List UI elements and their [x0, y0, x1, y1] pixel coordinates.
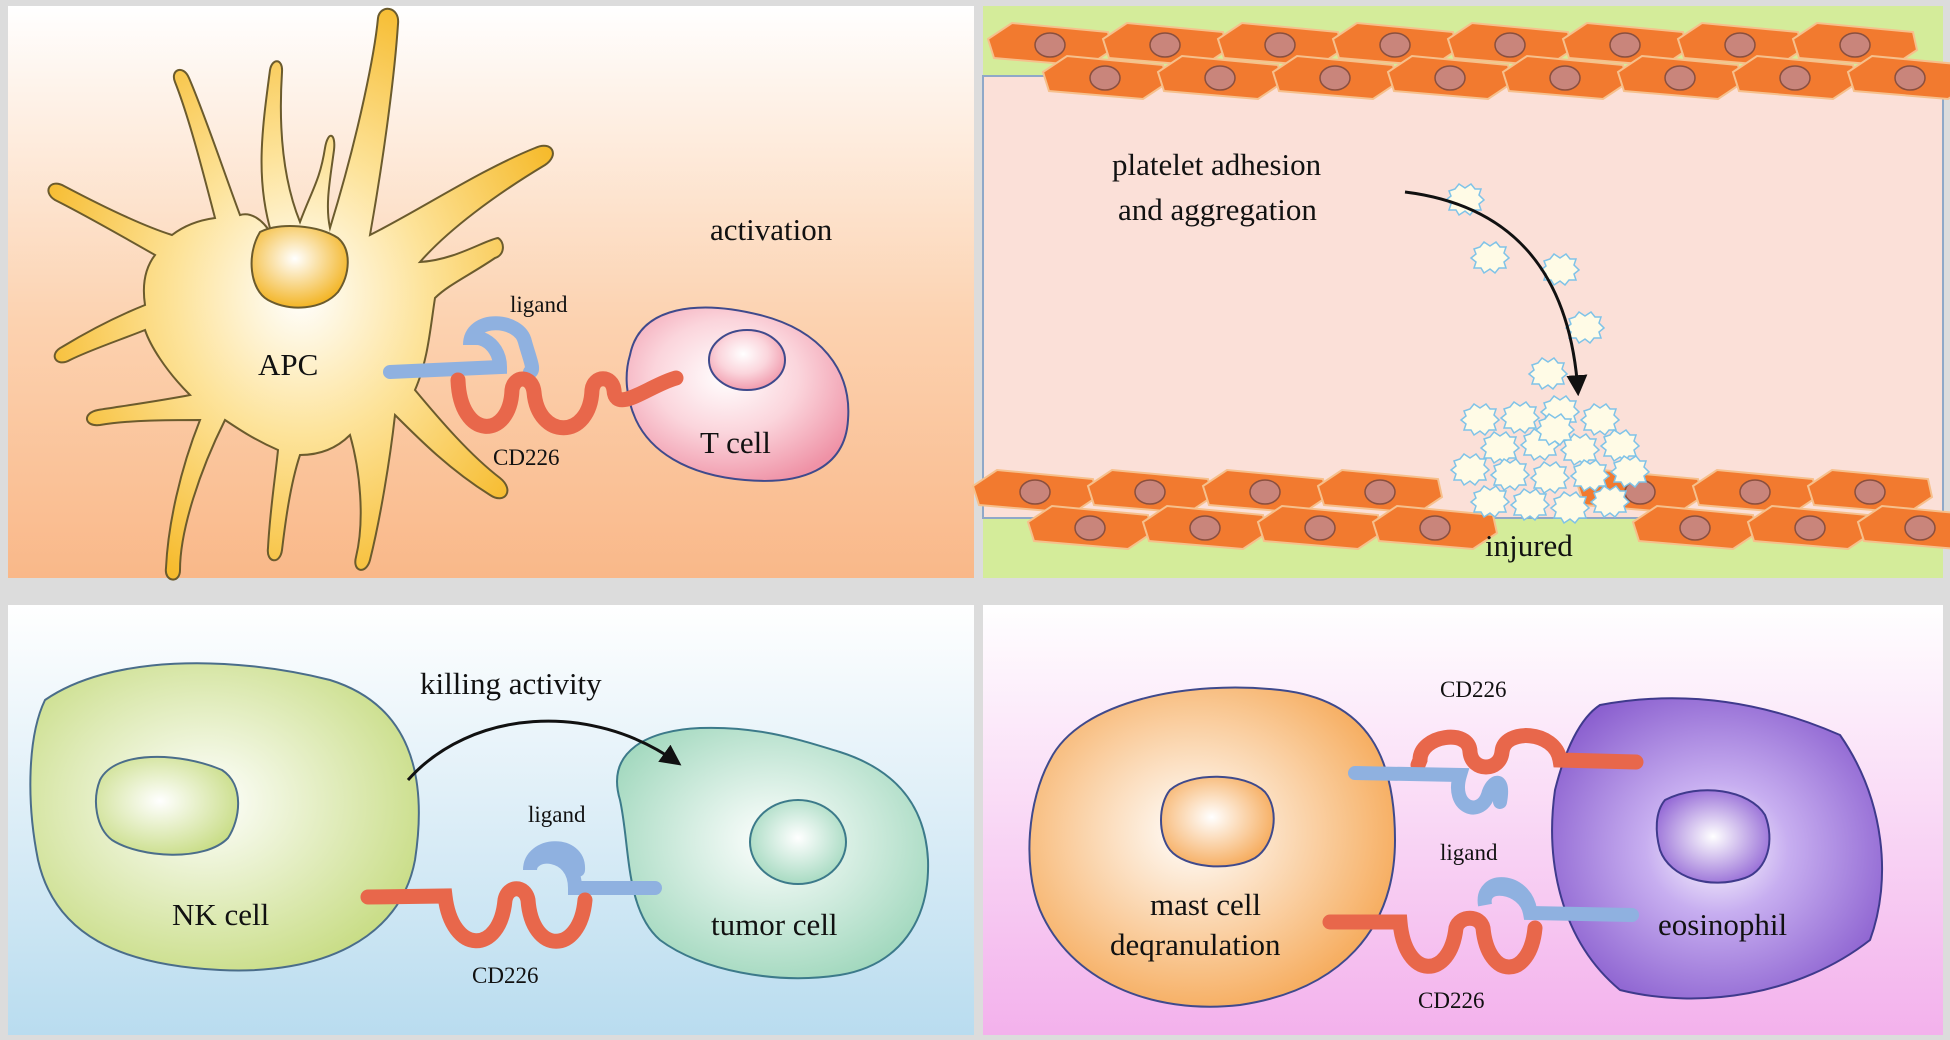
apc-ligand-label: ligand — [510, 292, 568, 317]
endothelial-cell — [1847, 55, 1950, 100]
killing-activity-label: killing activity — [420, 666, 602, 701]
mast-cd226-top-label: CD226 — [1440, 677, 1506, 702]
activation-label: activation — [710, 212, 833, 247]
platelet-label-line2: and aggregation — [1118, 192, 1317, 227]
tumor-nucleus — [749, 799, 847, 885]
mast-cd226-top — [1410, 728, 1644, 775]
apc-label: APC — [258, 347, 318, 382]
mast-nucleus — [1160, 775, 1275, 868]
panel-mast-eosinophil: mast cell deqranulation eosinophil CD226… — [983, 605, 1943, 1035]
apc-cd226 — [450, 370, 684, 436]
panel-apc-tcell: APC T cell ligand CD226 activation — [8, 6, 974, 581]
nk-ligand — [523, 841, 662, 895]
platelet-label-line1: platelet adhesion — [1112, 147, 1322, 182]
mast-ligand-bottom — [1477, 877, 1639, 922]
t-cell-nucleus — [708, 329, 786, 391]
apc-ligand — [383, 316, 540, 379]
t-cell — [625, 306, 850, 482]
mast-cd226-bottom — [1322, 910, 1543, 975]
nk-nucleus — [95, 755, 240, 856]
nk-cell-label: NK cell — [172, 897, 269, 932]
eosinophil-nucleus — [1655, 789, 1771, 884]
mast-cell-label-line1: mast cell — [1150, 887, 1261, 922]
apc-cd226-label: CD226 — [493, 445, 559, 470]
eosinophil-label: eosinophil — [1658, 907, 1787, 942]
nk-cd226-label: CD226 — [472, 963, 538, 988]
tumor-cell-label: tumor cell — [711, 907, 838, 942]
mast-cell-label-line2: deqranulation — [1110, 927, 1281, 962]
panel-vessel-platelet: platelet adhesion and aggregation injure… — [972, 6, 1950, 578]
mast-cd226-bottom-label: CD226 — [1418, 988, 1484, 1013]
panel-nk-tumor: NK cell tumor cell killing activity liga… — [8, 605, 974, 1035]
vessel-lumen — [982, 75, 1944, 519]
killing-arrow — [406, 719, 682, 781]
endothelial-cell — [1857, 505, 1950, 550]
t-cell-label: T cell — [700, 425, 771, 460]
mast-ligand-label: ligand — [1440, 840, 1498, 865]
nk-ligand-label: ligand — [528, 802, 586, 827]
mast-ligand-top — [1348, 766, 1509, 815]
apc-nucleus — [250, 225, 349, 309]
nk-cd226 — [360, 881, 593, 949]
platelet-arrow — [1404, 190, 1588, 397]
injured-label: injured — [1485, 528, 1573, 563]
